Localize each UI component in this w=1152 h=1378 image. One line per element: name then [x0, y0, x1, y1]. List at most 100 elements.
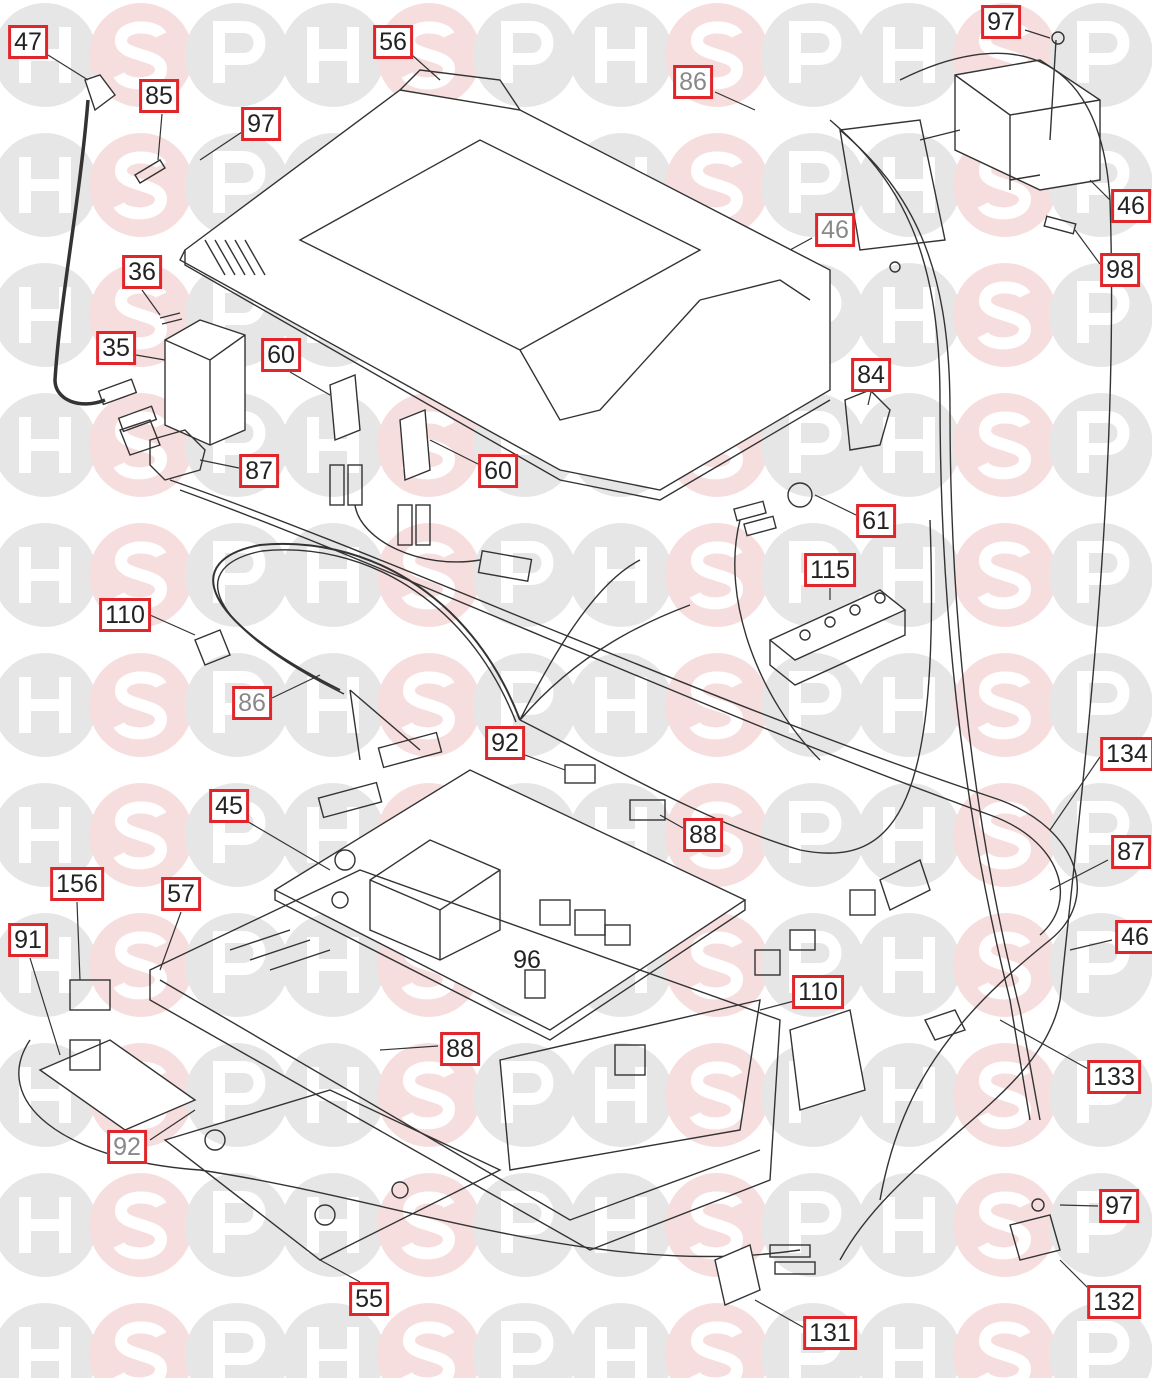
part-callout-96[interactable]: 96 [513, 946, 541, 974]
watermark-letter-p-mark [1077, 21, 1130, 83]
watermark-letter-h-mark [595, 1067, 647, 1123]
part-callout-110[interactable]: 110 [792, 975, 844, 1009]
part-callout-60[interactable]: 60 [478, 454, 518, 488]
part-callout-98[interactable]: 98 [1100, 253, 1140, 287]
board-91 [38, 979, 197, 1131]
watermark-circle [953, 1303, 1057, 1378]
part-callout-85[interactable]: 85 [139, 79, 179, 113]
part-callout-60[interactable]: 60 [261, 338, 301, 372]
watermark-letter-p-mark [213, 1191, 266, 1253]
part-callout-110[interactable]: 110 [99, 598, 151, 632]
watermark-letter-p-mark [213, 541, 266, 603]
watermark-letter-p-mark [789, 1191, 842, 1253]
part-callout-46[interactable]: 46 [815, 213, 855, 247]
part-callout-88[interactable]: 88 [683, 818, 723, 852]
watermark-letter-p-mark [789, 21, 842, 83]
watermark-letter-s-mark [401, 671, 456, 740]
watermark-letter-p-mark [213, 1321, 266, 1378]
transformer-46 [839, 31, 1101, 273]
watermark-letter-h-mark [19, 807, 71, 863]
main-pcb-45 [273, 769, 747, 1041]
watermark-letter-p-mark [213, 151, 266, 213]
part-callout-45[interactable]: 45 [209, 789, 249, 823]
watermark-letter-h-mark [883, 27, 935, 83]
part-callout-97[interactable]: 97 [1099, 1189, 1139, 1223]
ignition-unit-35 [97, 312, 246, 481]
part-callout-46[interactable]: 46 [1115, 920, 1152, 954]
ignition-lead-47 [53, 74, 166, 406]
part-callout-91[interactable]: 91 [8, 923, 48, 957]
part-callout-47[interactable]: 47 [8, 25, 48, 59]
watermark-circle [89, 1303, 193, 1378]
watermark-letter-h-mark [883, 1197, 935, 1253]
misc-parts [119, 389, 1061, 1306]
watermark-letter-p-mark [1077, 801, 1130, 863]
part-callout-86[interactable]: 86 [232, 686, 272, 720]
control-housing-57 [149, 869, 866, 1251]
part-callout-97[interactable]: 97 [981, 5, 1021, 39]
part-callout-131[interactable]: 131 [803, 1316, 857, 1350]
watermark-letter-s-mark [401, 1321, 456, 1378]
part-callout-88[interactable]: 88 [440, 1032, 480, 1066]
watermark-letter-p-mark [501, 1061, 554, 1123]
watermark-letter-s-mark [113, 1191, 168, 1260]
part-callout-133[interactable]: 133 [1087, 1060, 1141, 1094]
part-callout-57[interactable]: 57 [161, 877, 201, 911]
part-callout-36[interactable]: 36 [122, 255, 162, 289]
watermark-letter-h-mark [883, 937, 935, 993]
part-callout-56[interactable]: 56 [373, 25, 413, 59]
fascia-panel-55 [163, 1089, 502, 1261]
part-callout-115[interactable]: 115 [804, 553, 856, 587]
watermark-letter-s-mark [113, 151, 168, 220]
part-callout-86[interactable]: 86 [673, 65, 713, 99]
watermark-letter-h-mark [883, 1327, 935, 1378]
part-callout-61[interactable]: 61 [856, 504, 896, 538]
watermark-letter-s-mark [977, 281, 1032, 350]
watermark-letter-h-mark [595, 1327, 647, 1378]
part-callout-35[interactable]: 35 [96, 331, 136, 365]
watermark-letter-s-mark [977, 1191, 1032, 1260]
part-callout-92[interactable]: 92 [107, 1130, 147, 1164]
watermark-letter-p-mark [789, 671, 842, 733]
part-callout-156[interactable]: 156 [50, 867, 104, 901]
part-callout-92[interactable]: 92 [485, 726, 525, 760]
watermark-letter-s-mark [401, 1191, 456, 1260]
watermark-letter-h-mark [19, 547, 71, 603]
part-callout-87[interactable]: 87 [239, 454, 279, 488]
watermark-letter-p-mark [501, 671, 554, 733]
part-callout-46[interactable]: 46 [1111, 189, 1151, 223]
watermark-letter-p-mark [213, 21, 266, 83]
part-callout-97[interactable]: 97 [241, 107, 281, 141]
watermark-letter-h-mark [595, 1197, 647, 1253]
watermark-letter-p-mark [213, 1061, 266, 1123]
watermark-letter-h-mark [883, 547, 935, 603]
watermark-letter-h-mark [883, 287, 935, 343]
watermark-letter-s-mark [977, 541, 1032, 610]
watermark-letter-s-mark [401, 541, 456, 610]
cables [18, 52, 1113, 1261]
part-callout-55[interactable]: 55 [349, 1282, 389, 1316]
watermark-letter-h-mark [307, 547, 359, 603]
watermark-letter-h-mark [883, 807, 935, 863]
part-callout-134[interactable]: 134 [1100, 737, 1152, 771]
watermark-circle [185, 1303, 289, 1378]
watermark-letter-s-mark [113, 411, 168, 480]
part-callout-132[interactable]: 132 [1087, 1285, 1141, 1319]
watermark-letter-h-mark [595, 27, 647, 83]
watermark-letter-p-mark [501, 1321, 554, 1378]
watermark-letter-h-mark [595, 677, 647, 733]
part-callout-87[interactable]: 87 [1111, 835, 1151, 869]
watermark-letter-p-mark [1077, 1321, 1130, 1378]
watermark-letter-p-mark [501, 21, 554, 83]
watermark-circle [377, 1303, 481, 1378]
watermark-letter-s-mark [689, 671, 744, 740]
watermark-letter-h-mark [19, 1197, 71, 1253]
watermark-letter-s-mark [689, 931, 744, 1000]
watermark-letter-s-mark [977, 671, 1032, 740]
microswitches-60 [329, 374, 533, 582]
watermark-letter-s-mark [113, 801, 168, 870]
watermark-circle [665, 1303, 769, 1378]
watermark-letter-p-mark [789, 151, 842, 213]
part-callout-84[interactable]: 84 [851, 358, 891, 392]
